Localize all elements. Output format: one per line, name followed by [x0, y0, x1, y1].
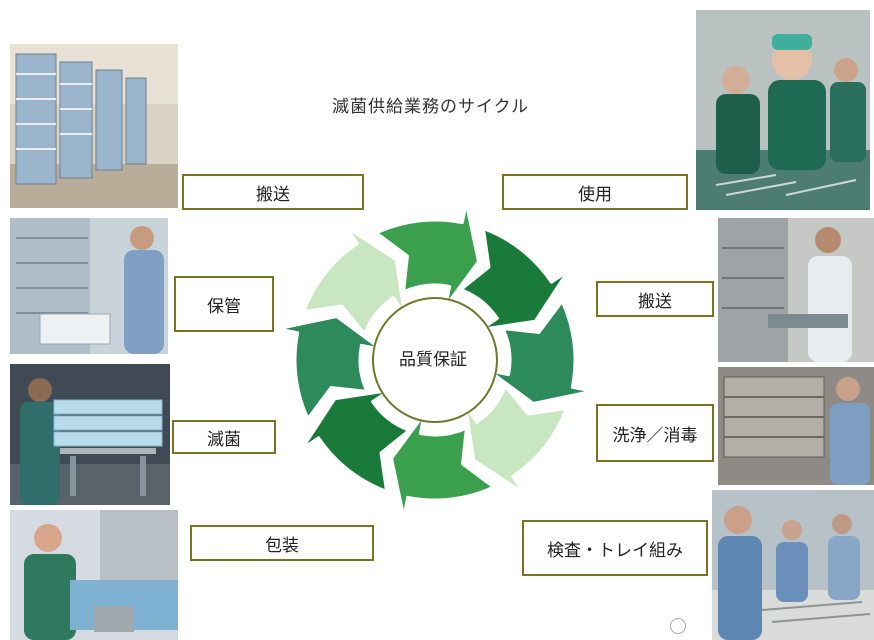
stage-storage: 保管: [174, 276, 274, 332]
photo-inspection-table: [712, 490, 874, 640]
photo-transport-cart: [718, 218, 874, 362]
arrow-inspect: [464, 384, 568, 495]
center-circle: [372, 297, 498, 423]
arrow-transport-top: [302, 225, 406, 336]
arrow-sterilize: [300, 389, 411, 493]
stage-pack: 包装: [190, 525, 374, 561]
photo-surgery-team: [696, 10, 870, 210]
photo-packing-nurse: [10, 510, 178, 640]
stage-sterilize: 滅菌: [172, 420, 276, 454]
photo-rack-corridor: [10, 44, 178, 208]
stage-transport-top: 搬送: [182, 174, 364, 210]
center-label: 品質保証: [399, 350, 467, 370]
photo-cart-sterilize: [10, 364, 170, 505]
arrow-storage: [276, 315, 383, 421]
arrow-pack: [390, 412, 496, 519]
photo-washer: [718, 367, 874, 485]
cycle-arrows: [276, 201, 594, 519]
stage-transport-right: 搬送: [596, 281, 714, 317]
diagram-title: 滅菌供給業務のサイクル: [332, 97, 530, 117]
arrow-use: [374, 201, 480, 308]
stage-use: 使用: [502, 174, 688, 210]
stage-wash: 洗浄／消毒: [596, 404, 714, 462]
photo-storage-shelf: [10, 218, 168, 354]
arrow-transport-right: [459, 227, 570, 331]
cycle-diagram: [276, 201, 594, 519]
arrow-wash: [487, 299, 594, 405]
logo-mark-icon: [670, 618, 686, 634]
stage-inspect: 検査・トレイ組み: [522, 520, 708, 576]
